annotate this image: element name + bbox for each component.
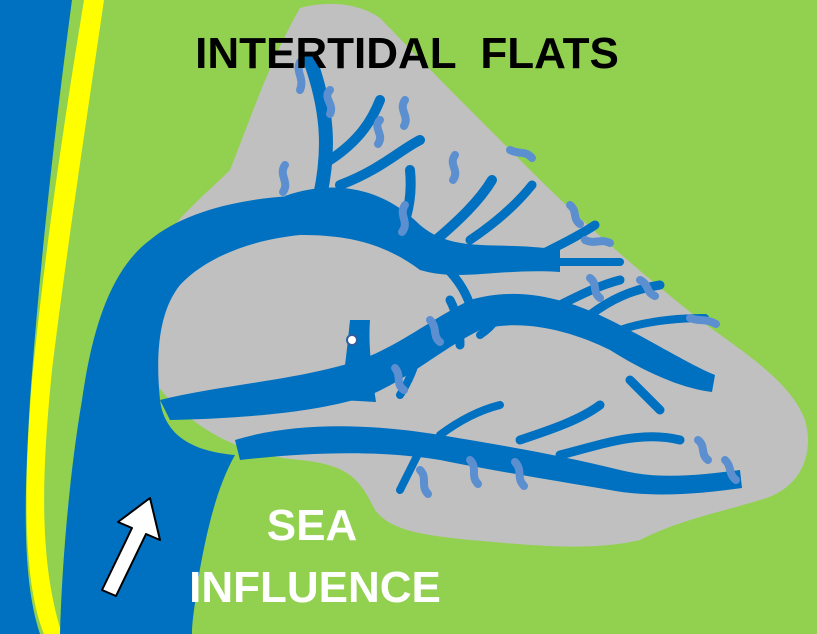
center-marker	[347, 335, 357, 345]
sea-label-line2: INFLUENCE	[189, 563, 441, 612]
sea-label-line1: SEA	[267, 501, 357, 550]
diagram-title: INTERTIDAL FLATS	[195, 29, 619, 78]
